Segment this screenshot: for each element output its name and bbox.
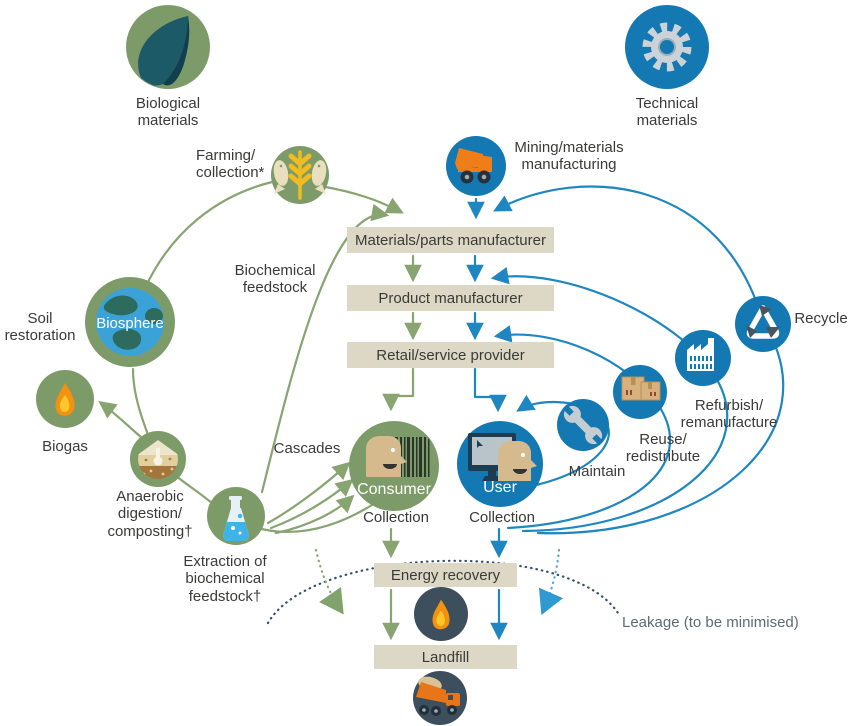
maintain-label: Maintain bbox=[568, 463, 626, 480]
leakage-boundary-arc bbox=[266, 559, 620, 625]
materials-parts-manufacturer-box: Materials/parts manufacturer bbox=[347, 227, 554, 253]
reuse-label: Reuse/ redistribute bbox=[625, 431, 701, 466]
product-manufacturer-label: Product manufacturer bbox=[378, 289, 523, 307]
biochemical-feedstock-arc bbox=[260, 203, 390, 494]
anaerobic-to-biogas-arrow bbox=[98, 401, 144, 440]
recycle-icon bbox=[746, 305, 780, 339]
energy-recovery-label: Energy recovery bbox=[390, 566, 501, 584]
cascade-arc-1 bbox=[266, 461, 351, 525]
boxes-icon bbox=[621, 376, 661, 401]
blue-chain-elbow-to-user bbox=[473, 367, 507, 413]
flame-icon bbox=[432, 599, 450, 630]
consumer-node bbox=[349, 421, 439, 511]
farming-collection-node bbox=[271, 146, 329, 204]
recycle-node bbox=[735, 296, 791, 352]
biogas-label: Biogas bbox=[42, 438, 88, 455]
reuse-loop bbox=[493, 325, 671, 530]
gear-icon bbox=[642, 22, 692, 72]
materials-parts-manufacturer-label: Materials/parts manufacturer bbox=[355, 231, 546, 249]
user-face-icon bbox=[498, 441, 537, 481]
factory-icon bbox=[687, 338, 714, 371]
flask-icon bbox=[223, 496, 249, 541]
user-node bbox=[457, 421, 543, 507]
landfill-box: Landfill bbox=[374, 645, 517, 669]
green-chain-elbow-to-consumer bbox=[382, 367, 415, 412]
landfill-truck-icon bbox=[416, 676, 460, 716]
anaerobic-label: Anaerobic digestion/ composting† bbox=[107, 488, 193, 540]
mining-truck-icon bbox=[455, 148, 492, 184]
anaerobic-digestion-node bbox=[130, 431, 186, 487]
technical-materials-node bbox=[625, 5, 709, 89]
compost-layers-icon bbox=[138, 440, 178, 479]
refurbish-node bbox=[675, 330, 731, 386]
cascade-arc-2 bbox=[269, 478, 354, 530]
farming-collection-label: Farming/ collection* bbox=[196, 147, 265, 182]
product-manufacturer-box: Product manufacturer bbox=[347, 285, 554, 311]
reuse-node bbox=[613, 365, 667, 419]
farming-to-manufacturer-arc bbox=[318, 184, 404, 214]
landfill-label: Landfill bbox=[421, 648, 470, 666]
energy-recovery-node bbox=[414, 587, 468, 641]
biochemical-feedstock-label: Biochemical feedstock bbox=[234, 262, 316, 297]
consumer-return-loop bbox=[131, 367, 374, 533]
earth-icon bbox=[96, 288, 164, 356]
leakage-label: Leakage (to be minimised) bbox=[622, 614, 799, 631]
extraction-label: Extraction of biochemical feedstock† bbox=[183, 553, 267, 605]
flame-icon bbox=[55, 383, 75, 416]
cascades-label: Cascades bbox=[273, 440, 341, 457]
mining-label: Mining/materials manufacturing bbox=[514, 139, 624, 174]
maintain-node bbox=[557, 399, 609, 451]
retail-service-provider-label: Retail/service provider bbox=[376, 346, 525, 364]
collection-user-label: Collection bbox=[469, 509, 535, 526]
leakage-dotted-lines bbox=[266, 548, 620, 625]
biosphere-to-farming-arc bbox=[144, 180, 274, 288]
biological-materials-node bbox=[126, 5, 210, 89]
retail-service-provider-box: Retail/service provider bbox=[347, 342, 554, 368]
wheat-and-fish-icon bbox=[273, 150, 327, 200]
blue-leakage-arc bbox=[538, 548, 564, 616]
biosphere-label: Biosphere bbox=[96, 315, 164, 332]
user-label: User bbox=[483, 479, 517, 496]
mining-node bbox=[446, 136, 506, 196]
cascade-arc-3 bbox=[274, 494, 355, 535]
consumer-face-icon bbox=[366, 436, 407, 477]
consumer-label: Consumer bbox=[357, 481, 431, 498]
technical-materials-label: Technical materials bbox=[635, 95, 699, 130]
wrench-icon bbox=[562, 404, 604, 446]
green-leakage-arc bbox=[314, 548, 344, 615]
recycle-label: Recycle bbox=[794, 310, 848, 327]
extraction-node bbox=[207, 487, 265, 545]
soil-restoration-label: Soil restoration bbox=[4, 310, 76, 345]
landfill-node bbox=[413, 671, 467, 725]
refurbish-label: Refurbish/ remanufacture bbox=[680, 397, 778, 432]
biogas-node bbox=[36, 370, 94, 428]
biological-materials-label: Biological materials bbox=[135, 95, 201, 130]
collection-consumer-label: Collection bbox=[363, 509, 429, 526]
biological-cycle-arrows bbox=[98, 180, 422, 641]
energy-recovery-box: Energy recovery bbox=[374, 563, 517, 587]
biosphere-node bbox=[85, 277, 175, 367]
